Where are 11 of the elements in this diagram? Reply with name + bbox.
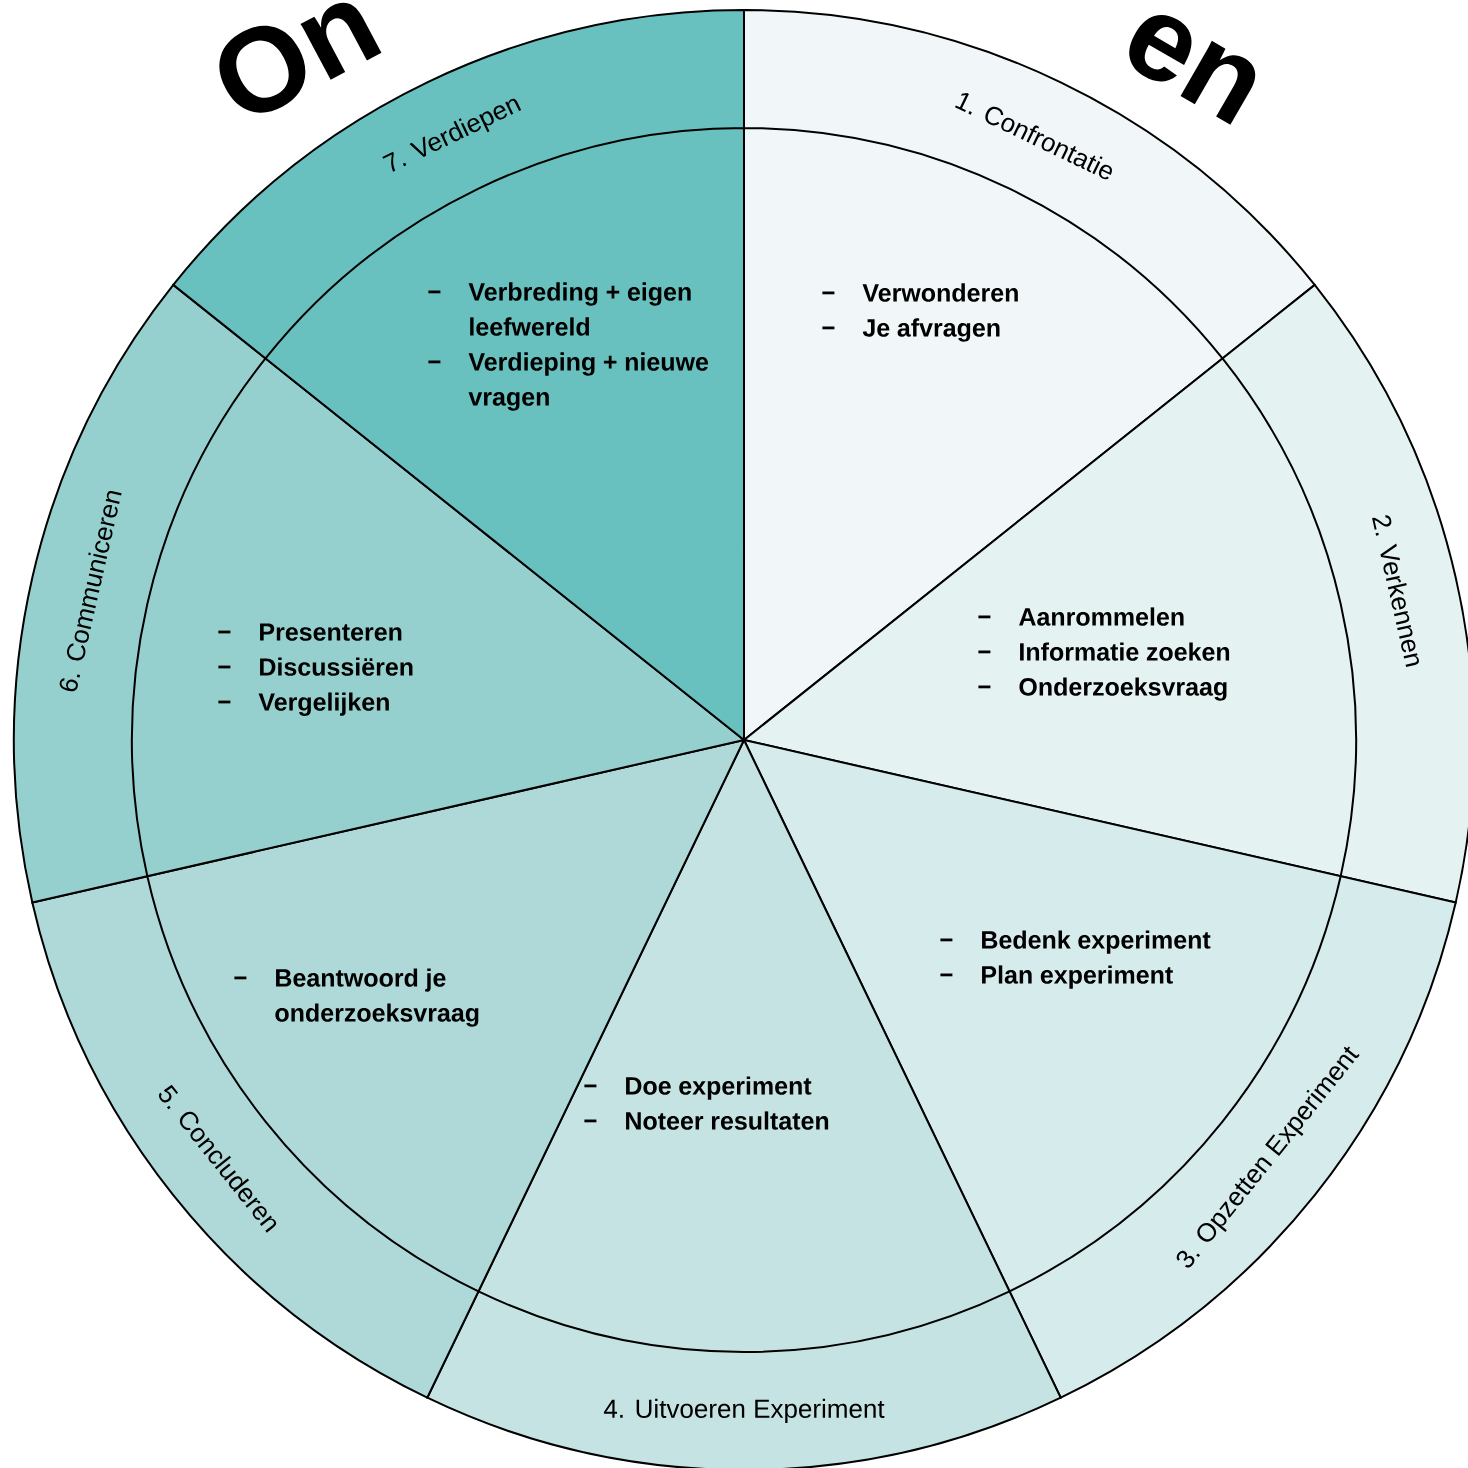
bullet-list: Doe experiment Noteer resultaten	[584, 1076, 829, 1130]
bullet-list: Presenteren Discussiëren Vergelijken	[218, 623, 413, 716]
title-fragment: en	[1129, 14, 1256, 125]
bullet-list: Bedenk experiment Plan experiment	[940, 930, 1211, 989]
segment-heading: 4. Uitvoeren Experiment	[603, 1398, 885, 1424]
bullet-list: Verbreding + eigen leefwereld Verdieping + nieuwe vragen	[428, 282, 709, 411]
segment-heading: 2. Verkennen	[1372, 515, 1419, 667]
bullet-list: Aanrommelen Informatie zoeken Onderzoeksvraag	[978, 607, 1230, 701]
bullet-list: Verwonderen Je afvragen	[822, 283, 1018, 342]
title-fragment: On	[219, 2, 382, 113]
bullet-list: Beantwoord je onderzoeksvraag	[234, 968, 479, 1027]
